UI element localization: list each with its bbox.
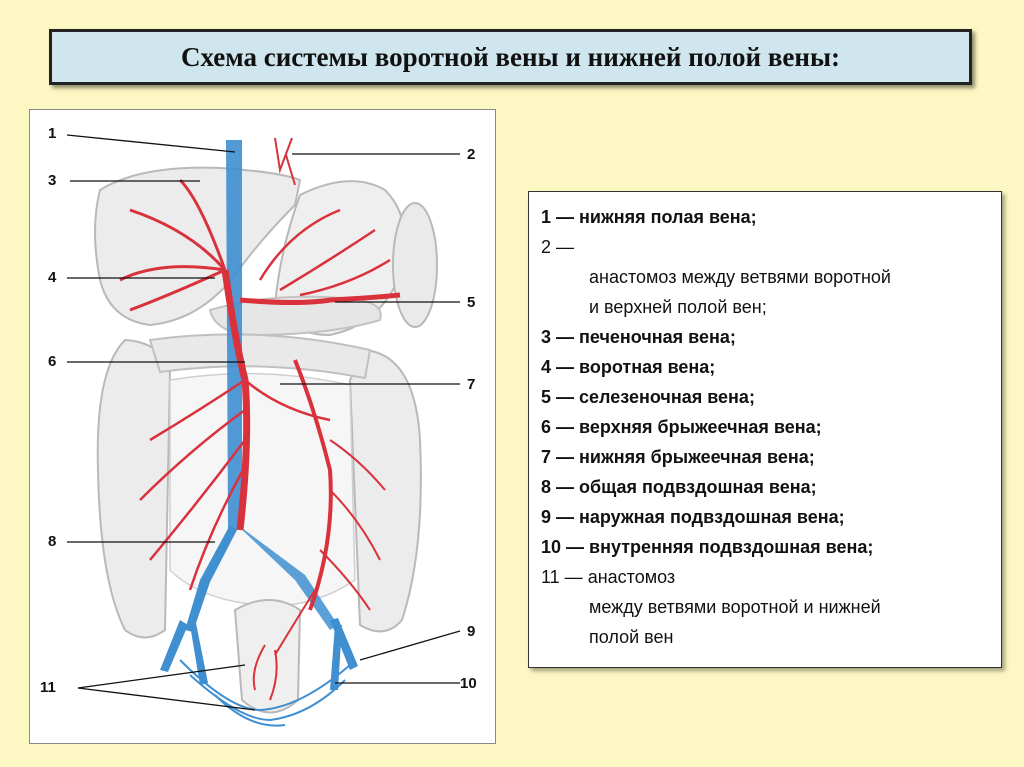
page-title: Схема системы воротной вены и нижней пол… [180, 41, 841, 72]
common-iliac-left [185, 525, 237, 632]
anatomy-figure: 1 2 3 4 5 6 7 8 9 10 11 [29, 109, 496, 744]
legend-item-11-line1: между ветвями воротной и нижней [589, 597, 881, 617]
callout-4: 4 [48, 269, 57, 286]
legend-item-6: 6 — верхняя брыжеечная вена; [541, 417, 822, 437]
legend-item-7: 7 — нижняя брыжеечная вена; [541, 447, 815, 467]
rectal-venous-plexus [179, 659, 351, 727]
callout-7: 7 [467, 376, 476, 393]
callout-10: 10 [460, 675, 477, 692]
iliac-left-branches [160, 620, 208, 685]
callout-3: 3 [48, 172, 57, 189]
gastric-veins [258, 208, 391, 297]
legend-item-10: 10 — внутренняя подвздошная вена; [541, 537, 874, 557]
legend-item-3: 3 — печеночная вена; [541, 327, 736, 347]
legend-item-2-line1: анастомоз между ветвями воротной [589, 267, 891, 287]
colon [96, 338, 172, 639]
title-box: Схема системы воротной вены и нижней пол… [49, 29, 972, 85]
legend-item-9: 9 — наружная подвздошная вена; [541, 507, 845, 527]
callout-9: 9 [467, 623, 476, 640]
callout-8: 8 [48, 533, 57, 550]
splenic-vein [239, 292, 401, 305]
superior-mesenteric-branches [139, 378, 331, 591]
callout-6: 6 [48, 353, 57, 370]
callout-lines [66, 134, 461, 711]
callout-1: 1 [48, 125, 57, 142]
legend-item-2-head: 2 — [541, 237, 575, 257]
inferior-mesenteric-vein [293, 359, 333, 611]
colon-right [348, 348, 422, 633]
spleen [392, 202, 438, 328]
legend-item-4: 4 — воротная вена; [541, 357, 716, 377]
legend-box: 1 — нижняя полая вена; 2 — анастомоз меж… [528, 191, 1002, 668]
inferior-mesenteric-branches [274, 439, 386, 656]
anatomy-illustration [66, 134, 461, 727]
legend-item-11-head: 11 — анастомоз [541, 567, 676, 587]
gastroesophageal-anastomosis [274, 137, 296, 186]
legend-item-2-line2: и верхней полой вен; [589, 297, 767, 317]
hepatic-vein [119, 178, 227, 312]
legend-item-8: 8 — общая подвздошная вена; [541, 477, 817, 497]
iliac-right-branches [330, 618, 358, 690]
rectal-anastomosis [252, 644, 278, 701]
callout-5: 5 [467, 294, 476, 311]
rectum [233, 599, 302, 714]
colon-transverse [148, 333, 372, 380]
legend-item-1: 1 — нижняя полая вена; [541, 207, 757, 227]
callout-11: 11 [40, 679, 56, 696]
callout-2: 2 [467, 146, 476, 163]
legend-item-11-line2: полой вен [589, 627, 674, 647]
legend-item-5: 5 — селезеночная вена; [541, 387, 755, 407]
